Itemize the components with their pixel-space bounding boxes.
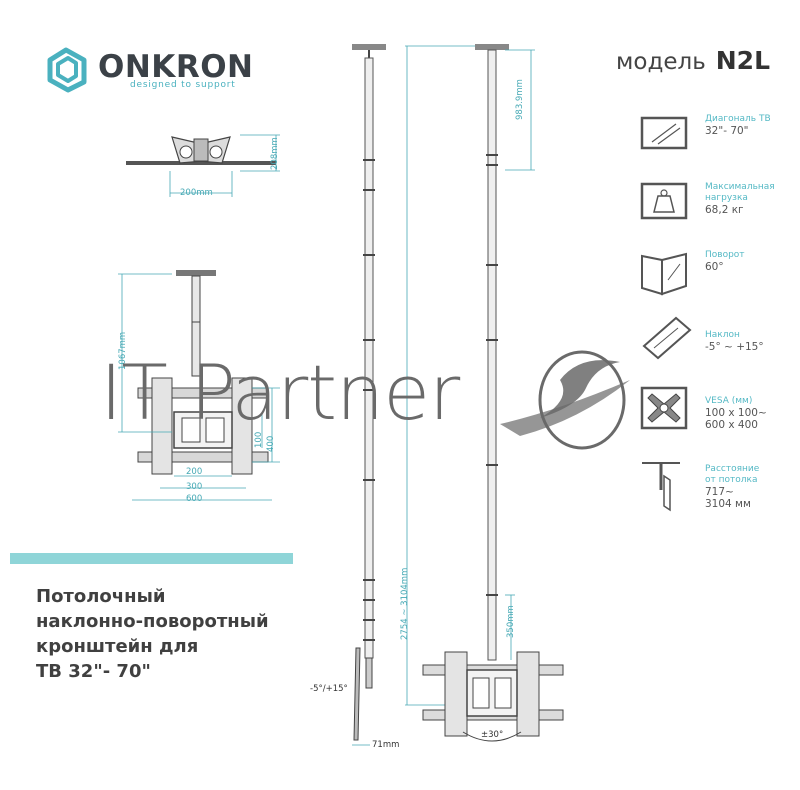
spec-label: Наклон — [705, 330, 740, 340]
brand-tagline: designed to support — [130, 80, 236, 90]
front-view-drawing — [118, 270, 280, 501]
product-title-line: Потолочный — [36, 586, 166, 607]
spec-value: -5° ~ +15° — [705, 341, 764, 353]
dim-top-height: 208mm — [270, 137, 280, 170]
spec-label: Поворот — [705, 250, 745, 260]
ceiling-distance-icon — [642, 462, 680, 512]
spec-value: 60° — [705, 261, 724, 273]
dim-front-600: 600 — [186, 494, 203, 504]
spec-label: Диагональ ТВ — [705, 114, 771, 124]
weight-icon — [640, 182, 688, 220]
right-front-drawing — [405, 44, 564, 742]
accent-bar — [10, 553, 293, 564]
watermark-text: IT Partner — [100, 348, 460, 437]
dim-side-depth: 71mm — [372, 740, 400, 750]
spec-label: от потолка — [705, 475, 758, 485]
watermark-logo-icon — [500, 350, 630, 450]
model-heading: модель N2L — [616, 46, 770, 75]
product-title-line: наклонно-поворотный — [36, 611, 269, 632]
spec-value: 100 x 100~ — [705, 407, 767, 419]
dim-front-300: 300 — [186, 482, 203, 492]
dim-front-400: 400 — [266, 435, 276, 452]
product-title-line: ТВ 32"- 70" — [36, 661, 151, 682]
vesa-icon — [640, 386, 688, 430]
spec-value: 68,2 кг — [705, 204, 744, 216]
spec-label: нагрузка — [705, 193, 748, 203]
dim-right-rotate: ±30° — [481, 730, 504, 740]
dim-right-total: 2754 ~ 3104mm — [400, 567, 410, 640]
spec-label: Максимальная — [705, 182, 775, 192]
product-title: Потолочный наклонно-поворотный кронштейн… — [36, 584, 269, 684]
tilt-icon — [642, 316, 692, 360]
dim-front-200: 200 — [186, 467, 203, 477]
onkron-logo-icon — [47, 47, 87, 93]
model-code: N2L — [715, 46, 770, 75]
spec-value: 717~ — [705, 486, 734, 498]
product-title-line: кронштейн для — [36, 636, 199, 657]
brand-name: ONKRON — [98, 49, 254, 85]
dim-top-width: 200mm — [180, 188, 213, 198]
spec-label: VESA (мм) — [705, 396, 753, 406]
top-view-drawing — [126, 134, 280, 197]
tv-diagonal-icon — [640, 116, 688, 150]
spec-value: 600 x 400 — [705, 419, 758, 431]
spec-label: Расстояние — [705, 464, 760, 474]
swivel-icon — [641, 252, 687, 296]
spec-value: 3104 мм — [705, 498, 751, 510]
model-label: модель — [616, 49, 706, 75]
spec-value: 32"- 70" — [705, 125, 749, 137]
dim-side-tilt: -5°/+15° — [310, 684, 348, 694]
dim-right-top: 983.9mm — [515, 79, 525, 120]
dim-right-350: 350mm — [506, 605, 516, 638]
side-view-drawing — [352, 44, 386, 746]
